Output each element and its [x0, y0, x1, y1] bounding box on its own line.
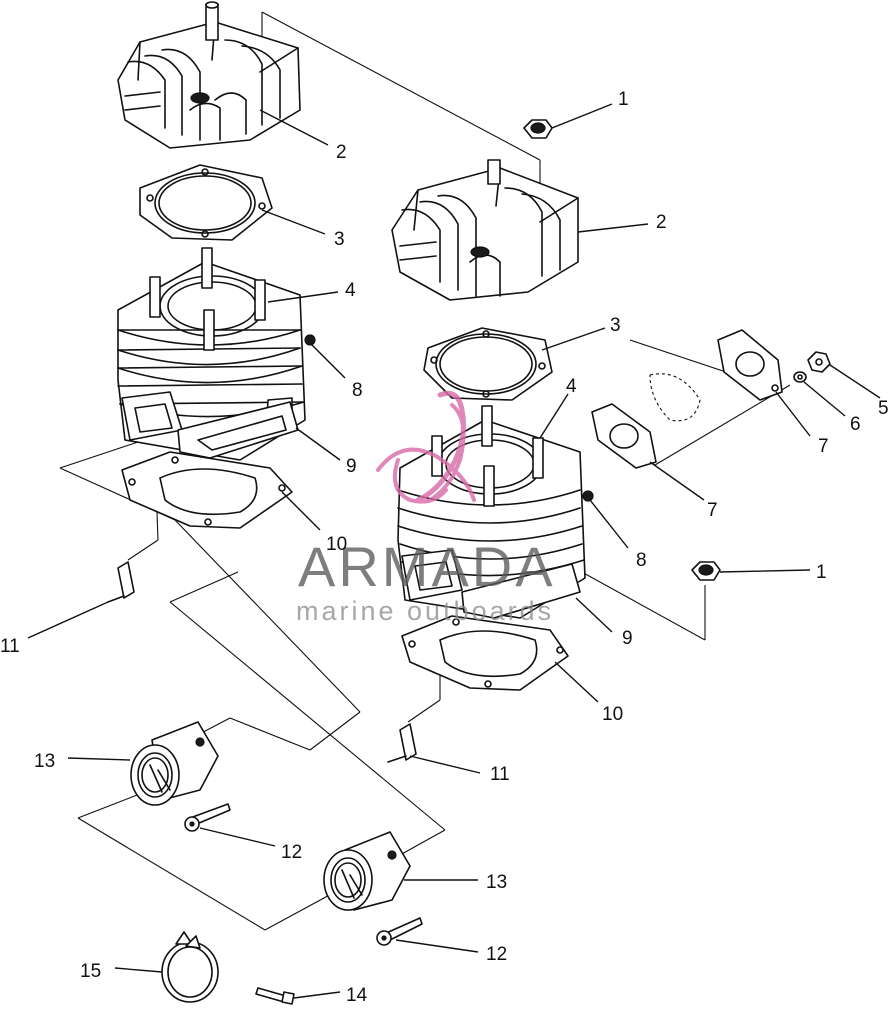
- callout-7-left: 7: [707, 500, 718, 521]
- fitting-right: [387, 723, 417, 763]
- screw-a: [184, 803, 231, 832]
- callout-4-right: 4: [566, 376, 577, 397]
- head-gasket-right: [423, 327, 553, 401]
- cylinder-head-right: [391, 159, 579, 301]
- exhaust-flange-gasket-b: [717, 329, 783, 401]
- callout-13-right: 13: [486, 872, 507, 893]
- callout-3-left: 3: [334, 229, 345, 250]
- callout-9-left: 9: [346, 456, 357, 477]
- hose-clamp: [161, 931, 219, 1003]
- callout-13-left: 13: [34, 751, 55, 772]
- watermark-logo: [376, 390, 476, 504]
- callout-5: 5: [878, 398, 889, 419]
- callout-10-left: 10: [326, 534, 347, 555]
- callout-14: 14: [346, 985, 368, 1006]
- exhaust-flange-gasket-a: [591, 403, 657, 469]
- nut-part-5: [807, 351, 831, 373]
- leader-lines: [27, 103, 881, 999]
- watermark-brand: ARMADA: [298, 535, 556, 598]
- plug-right: [582, 490, 594, 502]
- callout-9-right: 9: [622, 628, 633, 649]
- intake-manifold-b: [323, 831, 411, 911]
- callout-11-right: 11: [490, 764, 510, 785]
- callout-11-left: 11: [0, 636, 20, 657]
- plug-left: [304, 334, 316, 346]
- exhaust-gasket-left: [177, 401, 299, 459]
- callout-6: 6: [850, 414, 861, 435]
- exhaust-gasket-right: [461, 563, 581, 619]
- base-gasket-right: [401, 615, 569, 691]
- base-gasket-left: [121, 451, 293, 529]
- nut-bottom: [691, 561, 721, 581]
- callout-2-left: 2: [336, 142, 347, 163]
- head-gasket-left: [139, 164, 273, 241]
- callout-1-lower: 1: [816, 562, 827, 583]
- callout-labels: 1 2 2 3 3 4 4 5 6 7 7 8 8 9 9 10 10 1 11…: [0, 89, 889, 1006]
- intake-manifold-a: [130, 721, 219, 806]
- fitting-left: [107, 561, 135, 603]
- callout-8-right: 8: [636, 550, 647, 571]
- callout-8-left: 8: [352, 380, 363, 401]
- callout-1-top: 1: [618, 89, 629, 110]
- callout-4-left: 4: [345, 280, 356, 301]
- cylinder-head-left: [117, 1, 301, 149]
- screw-c: [255, 987, 295, 1005]
- phantom-exhaust-outline: [649, 373, 701, 422]
- callout-10-right: 10: [602, 704, 623, 725]
- callout-2-right: 2: [656, 212, 667, 233]
- nut-top: [523, 119, 553, 139]
- callout-3-right: 3: [610, 315, 621, 336]
- callout-7-right: 7: [818, 436, 829, 457]
- washer-part-6: [793, 371, 807, 383]
- screw-b: [376, 917, 423, 946]
- callout-12-upper: 12: [281, 842, 302, 863]
- callout-15: 15: [80, 961, 101, 982]
- callout-12-lower: 12: [486, 944, 507, 965]
- watermark-tagline: marine outboards: [296, 596, 554, 626]
- assembly-guide-lines: [59, 11, 791, 931]
